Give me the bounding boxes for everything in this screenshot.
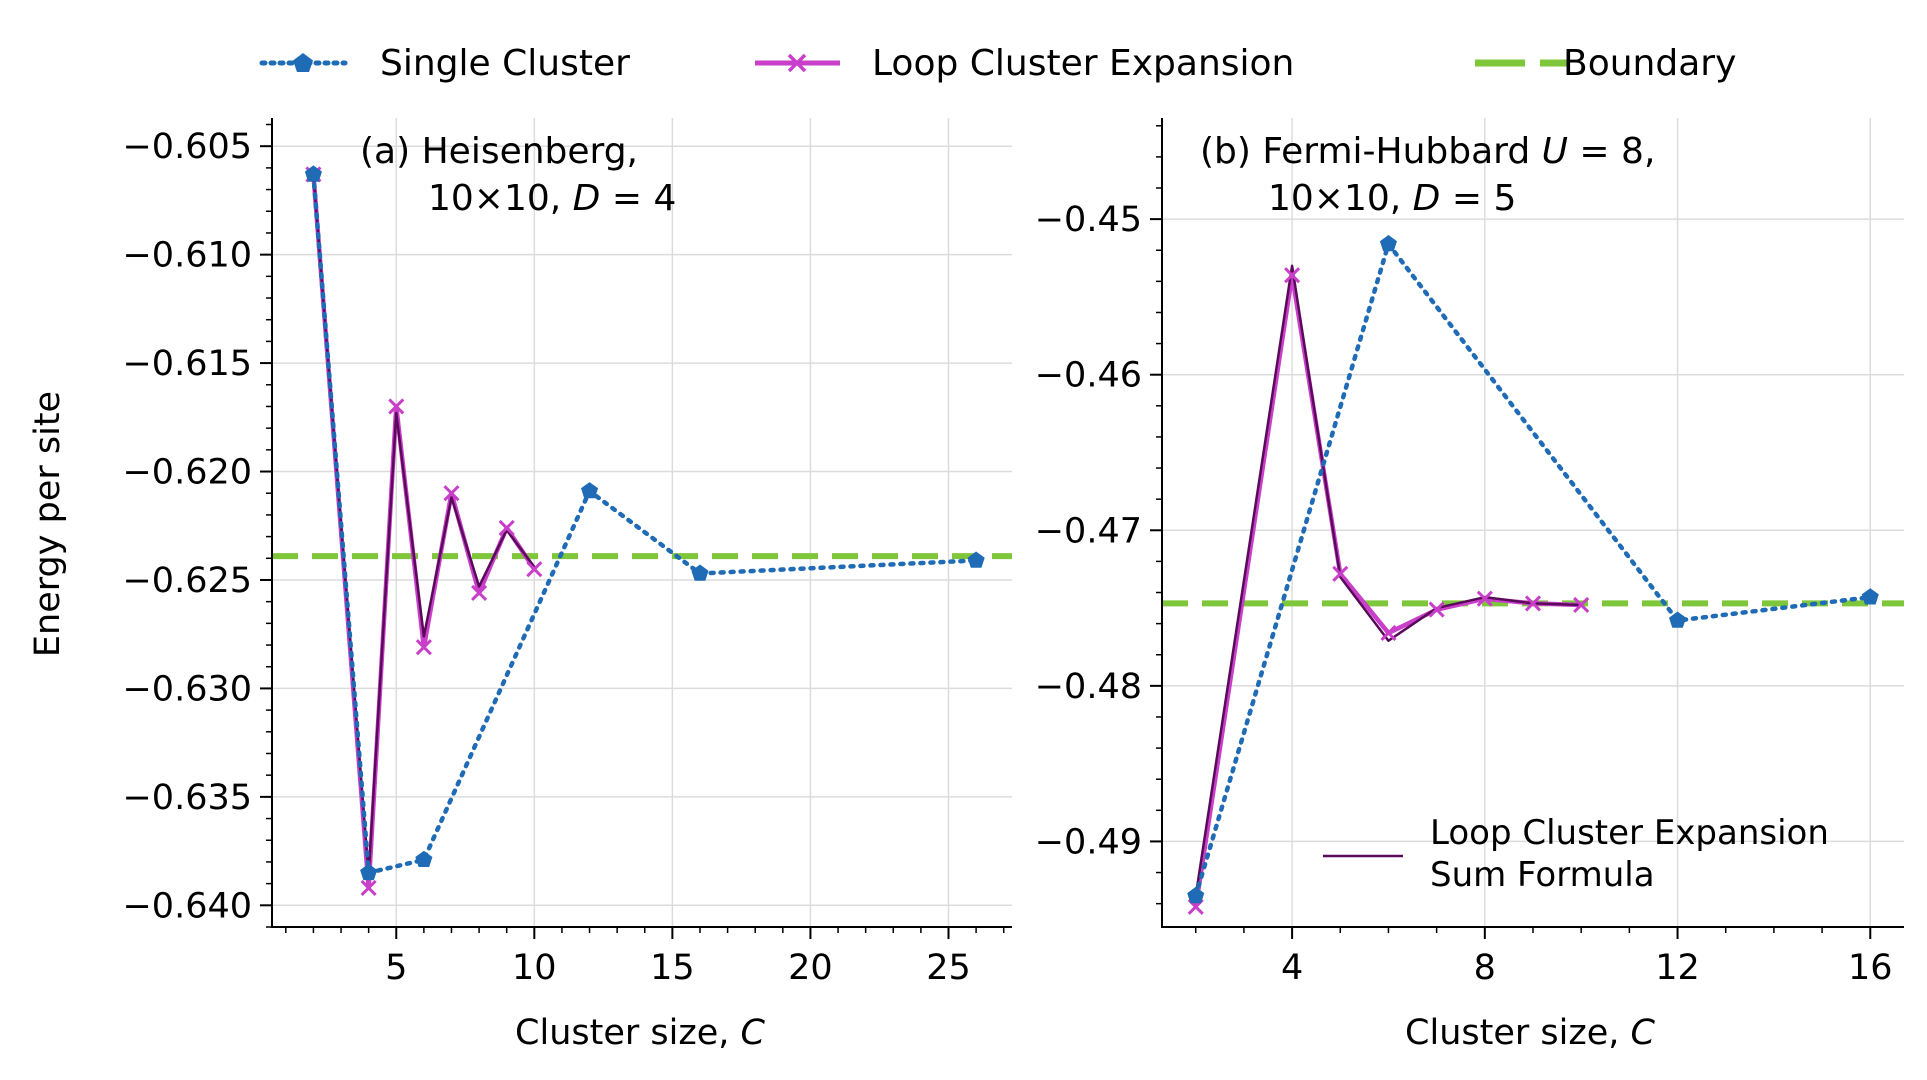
panel-a-single-cluster-point (415, 850, 433, 867)
inner-legend-label-line1: Loop Cluster Expansion (1430, 813, 1829, 853)
legend-entry-single-cluster: Single Cluster (259, 43, 630, 84)
panel-b-single-cluster-point (1187, 886, 1205, 904)
panel-a-single-cluster-point (581, 482, 599, 499)
inner-legend-label-line2: Sum Formula (1430, 855, 1655, 895)
panel-b-single-cluster-point (1379, 235, 1397, 252)
panel-b: 4 8 12 16 −0.45 −0.46 −0.47 −0.48 −0.49 (b) Ferm… (1035, 118, 1904, 1053)
panel-b-lce-point (1573, 596, 1590, 614)
panel-b-title-line1-post: = 8, (1568, 131, 1655, 172)
panel-a-lce-point (498, 519, 515, 536)
panel-b-ytick-label: −0.45 (1035, 200, 1142, 240)
panel-b-xtick-label: 4 (1281, 948, 1303, 988)
panel-a-ytick-label: −0.605 (122, 127, 252, 167)
panel-a-ytick-label: −0.640 (122, 886, 252, 926)
panel-b-lce-point (1380, 624, 1397, 642)
panel-a-series-single-cluster (311, 172, 979, 876)
panel-b-series-single-cluster (1193, 239, 1873, 899)
legend-label-boundary: Boundary (1563, 43, 1736, 84)
panel-b-ytick-label: −0.49 (1035, 822, 1142, 862)
panel-a-ytick-label: −0.620 (122, 453, 252, 493)
panel-a-title-line1: (a) Heisenberg, (360, 131, 638, 172)
panel-a-series-sum-formula (312, 174, 536, 877)
panel-b-grid (1162, 118, 1904, 927)
panel-b-lce-point (1332, 565, 1349, 582)
panel-a-ytick-label: −0.635 (122, 778, 252, 818)
panel-a-single-cluster-point (360, 863, 378, 881)
panel-a-single-cluster-point (304, 165, 322, 182)
panel-b-lce-point (1476, 590, 1493, 607)
panel-b-title-line2: 10×10, D = 5 (1268, 178, 1516, 219)
legend-label-loop-cluster-expansion: Loop Cluster Expansion (872, 43, 1294, 84)
panel-b-series (1187, 235, 1879, 915)
panel-a-title-line2-post: = 4 (600, 178, 676, 219)
panel-b-xlabel-text: Cluster size, (1405, 1013, 1630, 1053)
panel-a-title-line2-var: D (573, 178, 601, 219)
legend-entry-boundary: Boundary (1475, 43, 1736, 84)
panel-a-xlabel-var: C (741, 1013, 766, 1053)
panel-a-xtick-label: 20 (788, 948, 833, 988)
legend-label-single-cluster: Single Cluster (380, 43, 630, 84)
panel-a: 5 10 15 20 25 −0.605 −0.610 −0.615 −0.620 −0.625 −… (28, 118, 1012, 1053)
panel-a-grid (272, 118, 1012, 927)
panel-b-title-line1-var: U (1542, 131, 1568, 172)
panel-b-ytick-label: −0.47 (1035, 511, 1142, 551)
panel-a-xlabel-text: Cluster size, (515, 1013, 740, 1053)
panel-a-title-line2-pre: 10×10, (428, 178, 573, 219)
panel-b-lce-point (1524, 595, 1542, 612)
panel-a-xtick-label: 15 (650, 948, 695, 988)
panel-b-title-line2-var: D (1413, 178, 1441, 219)
panel-b-xtick-label: 12 (1655, 948, 1700, 988)
panel-b-ytick-label: −0.48 (1035, 667, 1142, 707)
legend-entry-loop-cluster-expansion: Loop Cluster Expansion (755, 43, 1294, 84)
panel-b-xlabel-var: C (1631, 1013, 1656, 1053)
panel-a-xtick-label: 10 (512, 948, 557, 988)
panel-a-ytick-label: −0.610 (122, 236, 252, 276)
panel-b-inner-legend: Loop Cluster Expansion Sum Formula (1323, 813, 1829, 895)
pentagon-marker-icon (293, 53, 313, 72)
panel-b-title-line1: (b) Fermi-Hubbard U = 8, (1200, 131, 1655, 172)
panel-b-title-line2-post: = 5 (1440, 178, 1516, 219)
panel-a-single-cluster-point (967, 551, 985, 568)
panel-a-ylabel: Energy per site (28, 391, 68, 657)
panel-a-single-cluster-point (691, 564, 709, 581)
panel-b-single-cluster-point (1861, 588, 1879, 605)
panel-b-ytick-label: −0.46 (1035, 356, 1142, 396)
panel-b-title-line1-pre: (b) Fermi-Hubbard (1200, 131, 1542, 172)
panel-b-lce-point (1284, 267, 1301, 284)
panel-a-series (304, 165, 985, 897)
panel-a-lce-point (526, 561, 543, 578)
panel-a-title-line2: 10×10, D = 4 (428, 178, 676, 219)
panel-a-lce-point (360, 879, 377, 897)
panel-b-lce-point (1428, 601, 1445, 618)
panel-a-lce-point (443, 485, 460, 502)
panel-a-xtick-label: 5 (385, 948, 407, 988)
panel-b-xtick-label: 8 (1474, 948, 1496, 988)
x-marker-icon (787, 53, 807, 73)
panel-a-series-loop-cluster-expansion (311, 174, 537, 891)
figure-legend: Single Cluster Loop Cluster Expansion Bo… (259, 43, 1736, 84)
panel-a-lce-point (388, 398, 405, 415)
panel-b-title-line2-pre: 10×10, (1268, 178, 1413, 219)
panel-b-ticks: 4 8 12 16 −0.45 −0.46 −0.47 −0.48 −0.49 (1035, 125, 1893, 988)
panel-a-lce-point (415, 639, 432, 656)
panel-b-single-cluster-point (1669, 611, 1687, 628)
panel-a-xlabel: Cluster size, C (515, 1013, 765, 1053)
panel-a-xtick-label: 25 (926, 948, 971, 988)
panel-a-ticks: 5 10 15 20 25 −0.605 −0.610 −0.615 −0.620 −0.625 −… (122, 123, 1005, 988)
panel-b-series-sum-formula (1194, 264, 1582, 897)
panel-a-ytick-label: −0.615 (122, 344, 252, 384)
panel-a-ytick-label: −0.625 (122, 561, 252, 601)
panel-a-lce-point (471, 584, 488, 602)
panel-b-xlabel: Cluster size, C (1405, 1013, 1655, 1053)
panel-a-ytick-label: −0.630 (122, 669, 252, 709)
panel-b-xtick-label: 16 (1848, 948, 1893, 988)
